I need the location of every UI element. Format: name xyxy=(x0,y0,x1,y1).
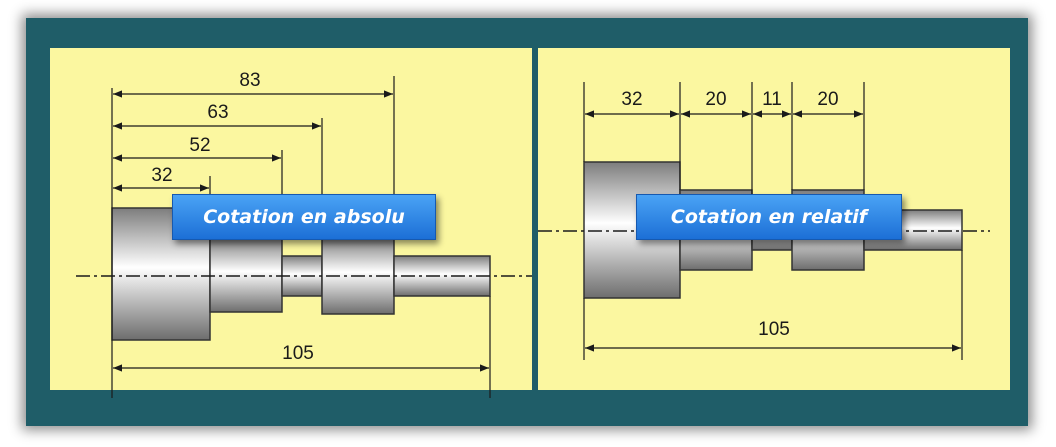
shaft-section xyxy=(209,237,283,313)
diagram-frame: 83 63 52 32 105 Cotation en absolu xyxy=(26,18,1028,426)
extension-lines xyxy=(583,82,963,360)
absolute-dimensioning-panel: 83 63 52 32 105 Cotation en absolu xyxy=(50,48,532,398)
dimension-label: 105 xyxy=(282,343,314,364)
dimension-label: 20 xyxy=(705,89,726,110)
dimension-label: 11 xyxy=(762,89,782,110)
dimension-label: 32 xyxy=(151,165,172,186)
dimension-label: 105 xyxy=(758,319,790,340)
dimension-label: 20 xyxy=(817,89,838,110)
dimension-label: 52 xyxy=(189,135,210,156)
dimension-lines xyxy=(113,90,489,372)
relative-banner: Cotation en relatif xyxy=(636,194,902,240)
dimension-lines xyxy=(585,110,961,352)
dimension-label: 32 xyxy=(621,89,642,110)
absolute-banner: Cotation en absolu xyxy=(172,194,436,240)
dimension-label: 63 xyxy=(207,102,228,123)
dimension-label: 83 xyxy=(239,70,260,91)
relative-dimensioning-panel: 32 20 11 20 105 Cotation en relatif xyxy=(538,48,1010,390)
